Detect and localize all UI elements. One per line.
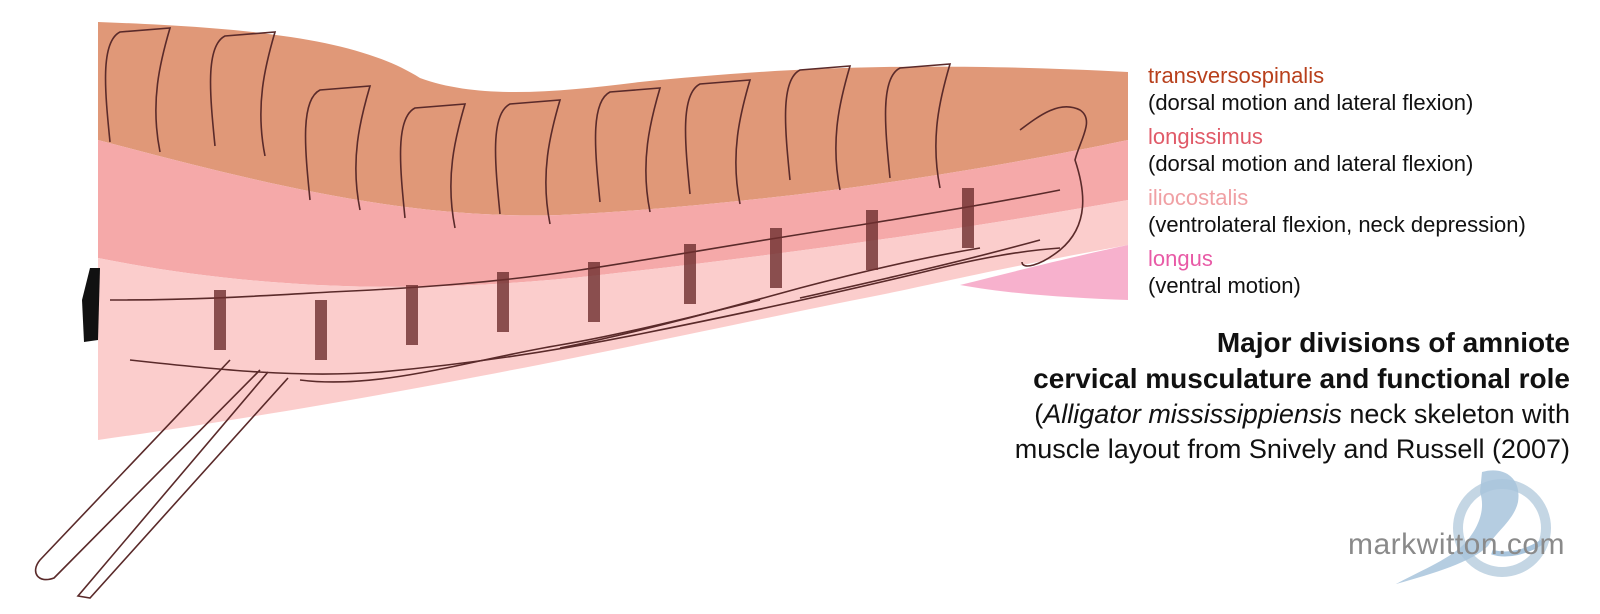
legend-name: longissimus <box>1148 124 1263 149</box>
legend-name: iliocostalis <box>1148 185 1249 210</box>
legend-role: (ventral motion) <box>1148 273 1301 298</box>
intervertebral-ligament <box>497 272 509 332</box>
legend-role: (dorsal motion and lateral flexion) <box>1148 151 1474 176</box>
legend-item-longus: longus (ventral motion) <box>1148 245 1598 300</box>
vertebrae-outline <box>34 105 1088 599</box>
neural-spine <box>209 31 277 157</box>
neural-spine <box>884 63 952 189</box>
neural-spine <box>104 27 172 153</box>
figure-caption: Major divisions of amniote cervical musc… <box>850 325 1570 467</box>
rib-4 <box>559 247 981 349</box>
legend-name: longus <box>1148 246 1213 271</box>
neural-spine <box>594 87 662 213</box>
legend-role: (dorsal motion and lateral flexion) <box>1148 90 1474 115</box>
centrum-chain-lower <box>129 247 1061 375</box>
axis-atlas <box>1019 105 1088 267</box>
intervertebral-ligament <box>214 290 226 350</box>
intervertebral-ligament <box>406 285 418 345</box>
caption-subtitle-line-1: (Alligator mississippiensis neck skeleto… <box>850 397 1570 432</box>
legend-item-longissimus: longissimus (dorsal motion and lateral f… <box>1148 123 1598 178</box>
rib-2 <box>76 371 289 599</box>
caption-title-line-1: Major divisions of amniote <box>1216 327 1570 358</box>
intervertebral-ligament <box>770 228 782 288</box>
caption-paren: ( <box>1034 399 1044 429</box>
band-longus <box>960 245 1128 300</box>
watermark-text: markwitton.com <box>1348 528 1566 561</box>
legend-role: (ventrolateral flexion, neck depression) <box>1148 212 1526 237</box>
muscle-legend: transversospinalis (dorsal motion and la… <box>1148 62 1598 306</box>
intervertebral-ligament <box>684 244 696 304</box>
skull-edge <box>82 268 100 342</box>
caption-species: Alligator mississippiensis <box>1043 399 1342 429</box>
pterosaur-logo-icon <box>1396 470 1551 584</box>
intervertebral-ligament <box>315 300 327 360</box>
neural-spine <box>684 79 752 205</box>
intervertebral-ligament <box>962 188 974 248</box>
caption-subtitle-line-2: muscle layout from Snively and Russell (… <box>1014 434 1570 464</box>
legend-item-transversospinalis: transversospinalis (dorsal motion and la… <box>1148 62 1598 117</box>
caption-rest: neck skeleton with <box>1341 399 1570 429</box>
legend-item-iliocostalis: iliocostalis (ventrolateral flexion, nec… <box>1148 184 1598 239</box>
neural-spine <box>304 85 372 211</box>
intervertebral-ligament <box>588 262 600 322</box>
caption-title-line-2: cervical musculature and functional role <box>1033 363 1570 394</box>
intervertebral-ligament <box>866 210 878 270</box>
rib-1 <box>34 359 261 581</box>
rib-5 <box>799 239 1041 299</box>
centrum-chain <box>109 189 1061 301</box>
legend-name: transversospinalis <box>1148 63 1325 88</box>
neural-spine <box>494 99 562 225</box>
neural-spine <box>399 103 467 229</box>
neural-spine <box>784 65 852 191</box>
band-longissimus <box>98 140 1128 287</box>
